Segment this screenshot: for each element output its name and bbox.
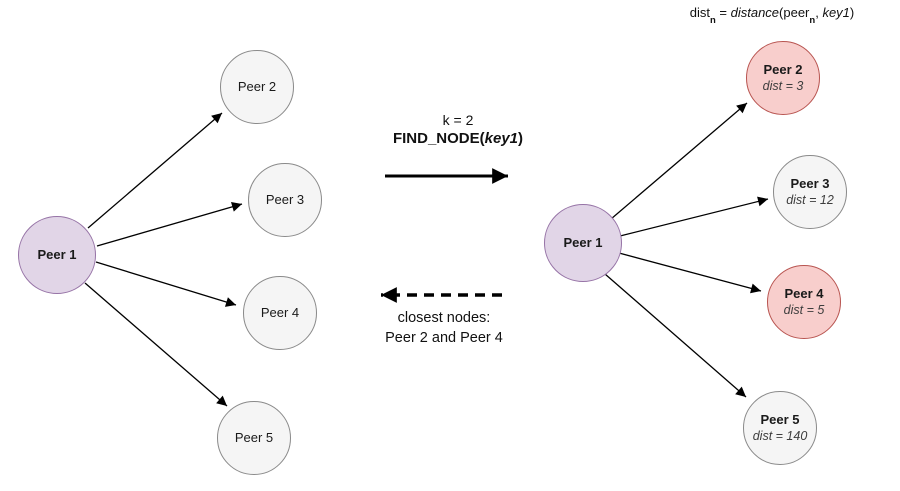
edge-left-peer1-peer3 xyxy=(96,201,243,247)
right-node-peer1: Peer 1 xyxy=(544,204,622,282)
response-line1: closest nodes: xyxy=(397,310,491,326)
formula-comma: , xyxy=(815,5,823,20)
formula-key-arg: key1 xyxy=(822,5,850,20)
formula-close: ) xyxy=(849,5,855,20)
edge-right-peer1-peer2 xyxy=(610,102,748,220)
k-value-label: k = 2 xyxy=(442,112,474,128)
formula-dist: dist xyxy=(689,5,710,20)
right-node-peer2: Peer 2 dist = 3 xyxy=(746,41,820,115)
formula-distance-fn: distance xyxy=(730,5,780,20)
edge-left-peer1-peer5 xyxy=(84,282,228,407)
left-node-peer4: Peer 4 xyxy=(243,276,317,350)
response-line2: Peer 2 and Peer 4 xyxy=(385,330,503,346)
right-node-peer5: Peer 5 dist = 140 xyxy=(743,391,817,465)
peer5-distance: dist = 140 xyxy=(752,429,808,443)
peer2-distance: dist = 3 xyxy=(762,79,804,93)
peer4-distance: dist = 5 xyxy=(783,303,825,317)
left-node-peer3: Peer 3 xyxy=(248,163,322,237)
edge-right-peer1-peer5 xyxy=(604,273,747,398)
left-node-peer5: Peer 5 xyxy=(217,401,291,475)
peer3-distance: dist = 12 xyxy=(786,193,834,207)
formula-sub-n1: n xyxy=(709,14,716,26)
left-node-peer1: Peer 1 xyxy=(18,216,96,294)
distance-formula: distn = distance(peern, key1) xyxy=(652,4,892,27)
formula-equals: = xyxy=(715,5,731,20)
formula-open-peer: (peer xyxy=(779,5,810,20)
right-node-peer3: Peer 3 dist = 12 xyxy=(773,155,847,229)
find-node-call-label: FIND_NODE(key1) xyxy=(392,130,524,147)
response-label: closest nodes: Peer 2 and Peer 4 xyxy=(350,308,538,348)
request-label: k = 2 FIND_NODE(key1) xyxy=(363,111,553,149)
edge-left-peer1-peer2 xyxy=(87,112,223,229)
edge-left-peer1-peer4 xyxy=(95,261,237,307)
left-node-peer2: Peer 2 xyxy=(220,50,294,124)
edge-right-peer1-peer4 xyxy=(618,252,762,294)
formula-sub-n2: n xyxy=(809,14,816,26)
edge-right-peer1-peer3 xyxy=(619,196,769,237)
right-node-peer4: Peer 4 dist = 5 xyxy=(767,265,841,339)
